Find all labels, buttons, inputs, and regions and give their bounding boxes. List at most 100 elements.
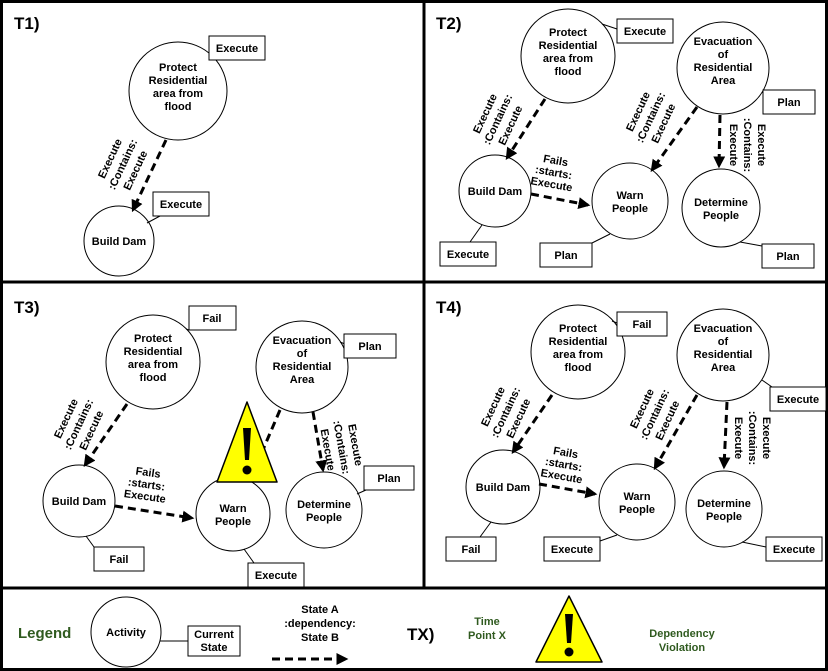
legend-activity-circle	[90, 596, 162, 668]
node-label-line: flood	[565, 362, 592, 374]
dependency-label: Fails :starts: Execute	[540, 445, 584, 486]
activity-node-evacuation	[676, 308, 770, 402]
state-box	[765, 536, 823, 562]
node-label-line: Residential	[694, 62, 753, 74]
node-label-line: Build Dam	[52, 496, 107, 508]
state-connector	[611, 320, 618, 324]
node-label-line: Residential	[549, 336, 608, 348]
legend-state-line: State	[201, 642, 228, 654]
state-connector	[601, 23, 618, 30]
node-label-line: Residential	[273, 361, 332, 373]
node-label-line: area from	[153, 88, 203, 100]
node-label-line: People	[612, 203, 648, 215]
node-label-line: Evacuation	[694, 323, 753, 335]
dependency-label-line: Execute	[123, 488, 166, 506]
state-box	[363, 465, 415, 491]
node-label-line: Area	[711, 75, 736, 87]
node-label-line: Protect	[134, 333, 172, 345]
state-label: Execute	[447, 249, 489, 261]
node-label-line: Protect	[159, 62, 197, 74]
legend-dependency-line: :dependency:	[284, 618, 356, 630]
state-box	[247, 562, 305, 588]
dependency-label-line: Execute	[732, 417, 744, 459]
state-label: Plan	[776, 251, 800, 263]
dependency-label: Execute :Contains: Execute	[628, 387, 682, 442]
node-label-line: Residential	[124, 346, 183, 358]
node-label-line: area from	[128, 359, 178, 371]
state-label: Execute	[255, 570, 297, 582]
dependency-label-line: :starts:	[127, 476, 166, 493]
dependency-arrow	[713, 114, 726, 169]
legend-time-point-line: Point X	[468, 630, 507, 642]
dependency-label-line: Execute	[727, 124, 739, 166]
state-box	[762, 89, 816, 115]
dependency-label: Execute :Contains: Execute	[479, 385, 533, 440]
state-connector	[243, 548, 255, 564]
activity-node-determine-people	[681, 168, 761, 248]
state-connector	[741, 541, 767, 548]
dependency-arrow	[530, 192, 591, 210]
warning-triangle-icon	[216, 401, 278, 483]
state-box	[188, 305, 237, 331]
state-label: Fail	[633, 319, 652, 331]
dependency-label-line: Fails	[542, 153, 569, 169]
activity-node-warn-people	[591, 162, 669, 240]
panel-title: T2)	[436, 14, 462, 33]
dependency-arrow	[718, 401, 731, 470]
state-box	[93, 546, 145, 572]
state-label: Execute	[160, 199, 202, 211]
node-label-line: Warn	[623, 491, 650, 503]
state-label: Execute	[773, 544, 815, 556]
dependency-label: Execute :Contains: Execute	[52, 397, 106, 452]
node-label-line: People	[306, 512, 342, 524]
state-connector	[739, 241, 763, 247]
state-label: Fail	[462, 544, 481, 556]
state-connector	[479, 521, 492, 538]
node-label-line: Build Dam	[468, 186, 523, 198]
state-box	[208, 35, 266, 61]
state-label: Plan	[358, 341, 382, 353]
activity-node-protect-residential	[530, 304, 626, 400]
state-label: Plan	[554, 250, 578, 262]
node-label-line: Residential	[694, 349, 753, 361]
dependency-label-line: Execute	[760, 417, 772, 459]
dependency-arrow	[505, 98, 547, 161]
legend-dependency-line: State A	[301, 604, 339, 616]
activity-node-determine-people	[685, 470, 763, 548]
state-box	[543, 536, 601, 562]
node-label-line: Protect	[549, 27, 587, 39]
state-label: Fail	[110, 554, 129, 566]
state-label: Execute	[624, 26, 666, 38]
state-box	[343, 333, 397, 359]
legend-dependency-line: State B	[301, 632, 339, 644]
dependency-label-line: Fails	[135, 465, 162, 480]
activity-node-build-dam	[83, 205, 155, 277]
state-label: Plan	[377, 473, 401, 485]
panel-t3: T3) Protect Residential area from flood …	[14, 298, 415, 588]
state-connector	[356, 489, 367, 495]
panel-t2: T2) Protect Residential area from flood …	[436, 8, 816, 269]
node-label-line: People	[619, 504, 655, 516]
node-label-line: Warn	[616, 190, 643, 202]
legend: Legend Activity Current State State A :d…	[18, 595, 716, 668]
node-label-line: Build Dam	[92, 236, 147, 248]
state-label: Fail	[203, 313, 222, 325]
node-label-line: People	[215, 516, 251, 528]
activity-node-protect-residential	[520, 8, 616, 104]
state-label: Plan	[777, 97, 801, 109]
node-label-line: Residential	[149, 75, 208, 87]
node-label-line: area from	[553, 349, 603, 361]
legend-time-point-line: Time	[474, 616, 499, 628]
node-label-line: Determine	[297, 499, 351, 511]
state-box	[439, 241, 497, 267]
node-label-line: Evacuation	[694, 36, 753, 48]
legend-violation-line: Violation	[659, 642, 706, 654]
state-connector	[599, 534, 618, 542]
node-label-line: flood	[555, 66, 582, 78]
state-box	[616, 18, 674, 44]
node-label-line: Area	[290, 374, 315, 386]
activity-node-build-dam	[465, 449, 541, 525]
state-label: Execute	[777, 394, 819, 406]
activity-node-evacuation	[255, 320, 349, 414]
